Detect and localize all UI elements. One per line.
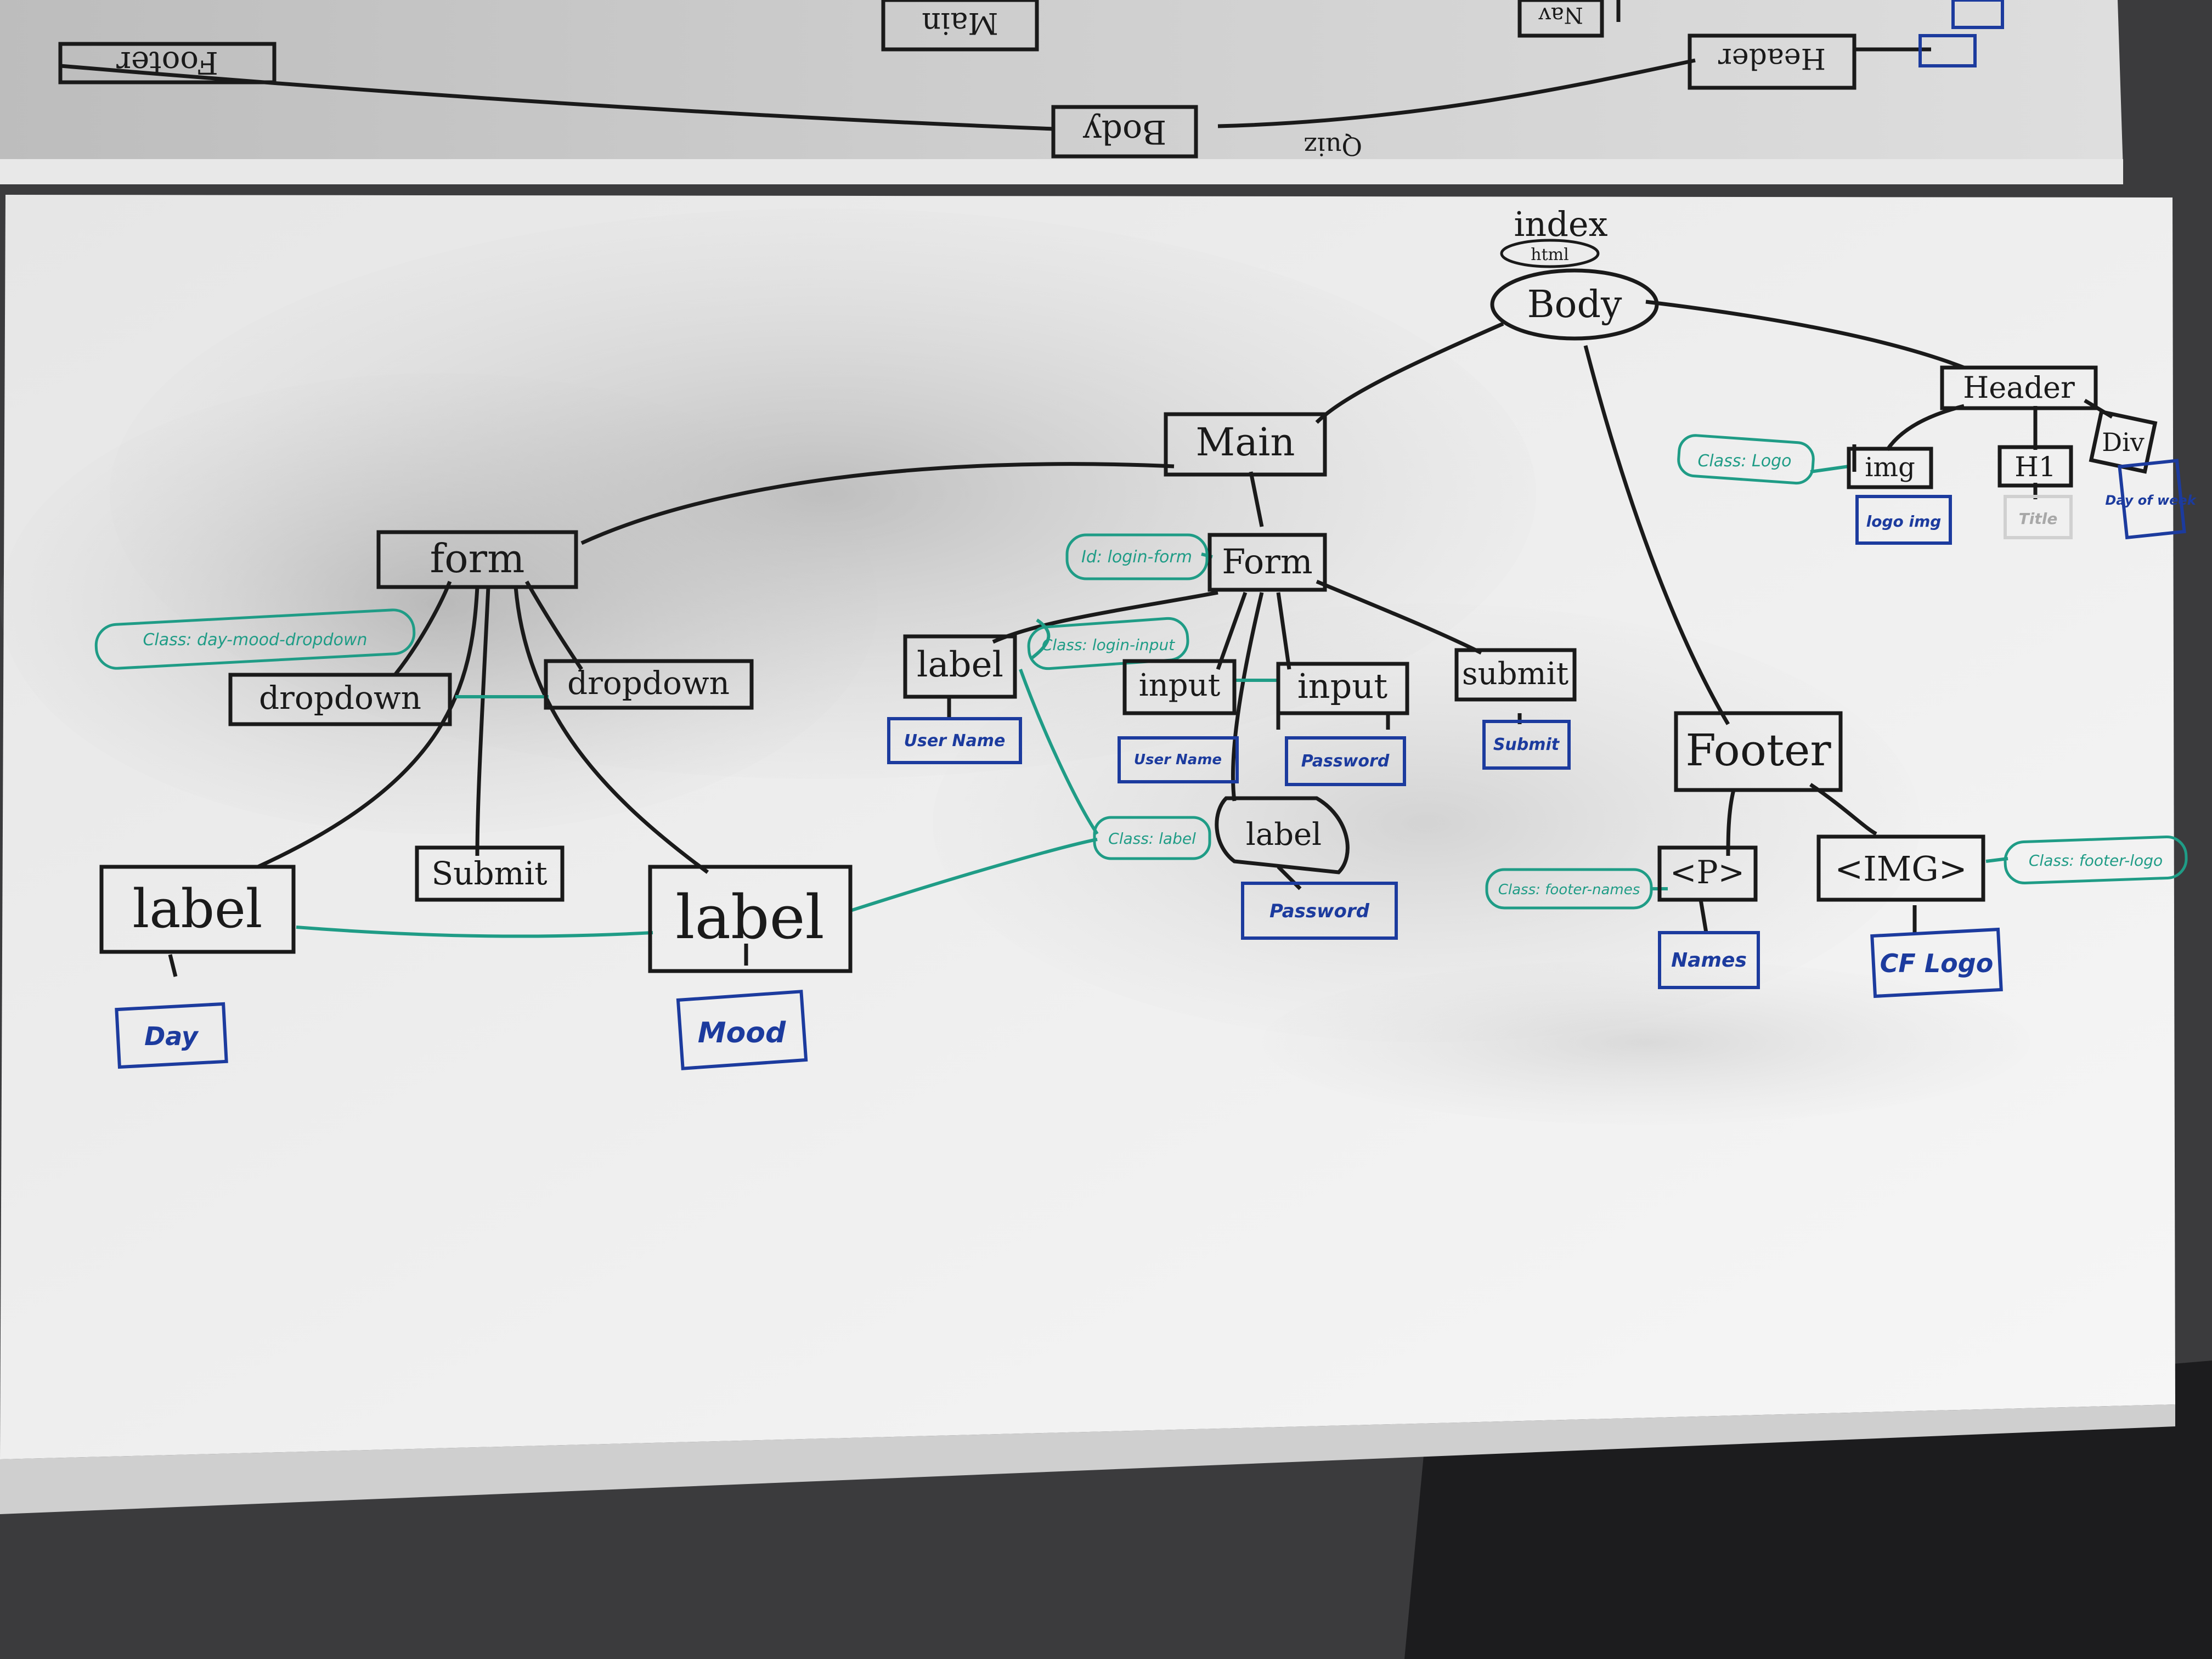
node-left-form: form — [376, 530, 578, 589]
node-header-h1: H1 — [1997, 445, 2073, 488]
value-mood: Mood — [676, 990, 808, 1070]
node-form-label-1-text: label — [917, 645, 1003, 685]
node-footer-p: <P> — [1657, 845, 1758, 902]
note-login-form-id: Id: login-form — [1065, 533, 1209, 580]
upper-footer-text: Footer — [116, 44, 218, 80]
note-footer-logo-text: Class: footer-logo — [2029, 851, 2163, 870]
value-username-input: User Name — [1118, 736, 1239, 783]
note-footer-logo: Class: footer-logo — [2004, 835, 2188, 885]
node-form-input-1-text: input — [1139, 668, 1221, 703]
upper-header-text: Header — [1718, 42, 1826, 75]
node-header-h1-text: H1 — [2015, 451, 2056, 483]
node-form-label-2: label — [1215, 796, 1350, 874]
note-class-label-text: Class: label — [1108, 830, 1196, 848]
upper-node-footer: Footer — [58, 42, 276, 84]
upper-quiz-note: Quiz — [1304, 132, 1362, 161]
node-body: Body — [1490, 268, 1659, 341]
node-dropdown-2-text: dropdown — [567, 664, 730, 702]
value-day-of-week-text: Day of week — [2105, 493, 2197, 508]
html-badge — [1500, 239, 1600, 268]
node-left-form-text: form — [430, 535, 525, 582]
node-body-text: Body — [1527, 283, 1622, 326]
value-mood-text: Mood — [698, 1017, 786, 1049]
note-class-logo: Class: Logo — [1677, 434, 1815, 485]
note-footer-names-text: Class: footer-names — [1498, 882, 1640, 898]
note-login-input-text: Class: login-input — [1042, 636, 1175, 654]
value-password-input-text: Password — [1301, 752, 1390, 771]
node-form-submit: submit — [1454, 648, 1577, 702]
value-submit-text: Submit — [1493, 735, 1560, 754]
node-left-label-2: label — [648, 865, 853, 973]
upper-node-body: Body — [1051, 105, 1198, 159]
node-footer-img-text: <IMG> — [1835, 849, 1967, 889]
value-names: Names — [1658, 931, 1760, 989]
value-day: Day — [115, 1002, 228, 1069]
note-login-input: Class: login-input — [1027, 617, 1189, 670]
node-header-img-text: img — [1865, 452, 1915, 483]
value-submit: Submit — [1482, 720, 1571, 770]
node-left-label-2-text: label — [675, 882, 824, 952]
note-footer-names: Class: footer-names — [1485, 868, 1653, 910]
upper-node-header: Header — [1688, 33, 1857, 90]
node-main: Main — [1164, 412, 1327, 477]
node-header-img: img — [1847, 447, 1933, 489]
value-username-input-text: User Name — [1134, 752, 1222, 768]
node-header-text: Header — [1963, 370, 2075, 405]
node-left-label-1: label — [99, 865, 296, 954]
value-title: Title — [2004, 495, 2073, 539]
value-password-label-text: Password — [1269, 900, 1370, 922]
node-dropdown-2: dropdown — [544, 659, 754, 710]
node-footer-img: <IMG> — [1816, 834, 1985, 902]
node-footer-text: Footer — [1685, 725, 1831, 776]
note-dropdown-class-text: Class: day-mood-dropdown — [143, 630, 367, 650]
node-left-submit-text: Submit — [431, 855, 547, 892]
note-class-label: Class: label — [1093, 816, 1211, 860]
node-main-form: Form — [1207, 533, 1327, 592]
node-form-label-2-text: label — [1246, 817, 1322, 853]
node-dropdown-1-text: dropdown — [259, 679, 421, 716]
node-left-submit: Submit — [415, 845, 565, 902]
node-left-label-1-text: label — [133, 878, 263, 940]
node-footer: Footer — [1674, 711, 1843, 792]
node-form-input-2: input — [1276, 662, 1409, 715]
node-header: Header — [1940, 365, 2098, 410]
value-names-text: Names — [1671, 949, 1747, 972]
class-connectors — [296, 465, 2008, 938]
note-login-form-id-text: Id: login-form — [1081, 548, 1192, 567]
note-dropdown-class: Class: day-mood-dropdown — [94, 608, 416, 670]
value-logo-img-text: logo img — [1866, 512, 1942, 531]
upper-node-main: Main — [881, 0, 1039, 52]
lower-whiteboard — [0, 195, 2175, 1514]
value-password-input: Password — [1285, 736, 1406, 786]
value-username-label: User Name — [887, 717, 1022, 764]
node-footer-p-text: <P> — [1670, 854, 1745, 891]
node-form-label-1: label — [903, 634, 1017, 699]
node-form-input-2-text: input — [1297, 666, 1387, 706]
upper-body-text: Body — [1083, 112, 1167, 151]
value-cf-logo: CF Logo — [1870, 927, 2003, 998]
note-class-logo-text: Class: Logo — [1697, 452, 1791, 471]
index-caption: index — [1514, 204, 1607, 244]
value-password-label: Password — [1241, 882, 1398, 940]
value-day-of-week: Day of week — [2105, 459, 2197, 540]
html-badge-text: html — [1531, 245, 1568, 264]
node-main-form-text: Form — [1222, 541, 1312, 582]
value-cf-logo-text: CF Logo — [1880, 949, 1994, 978]
node-main-text: Main — [1196, 420, 1295, 465]
node-dropdown-1: dropdown — [228, 673, 452, 726]
upper-nav-text: Nav — [1538, 2, 1583, 27]
value-title-text: Title — [2019, 510, 2058, 528]
upper-whiteboard: Footer Nav Header Body Main Quiz — [0, 0, 2123, 184]
value-logo-img: logo img — [1855, 495, 1952, 545]
node-header-div-text: Div — [2102, 427, 2145, 457]
node-form-input-1: input — [1122, 659, 1237, 715]
value-day-text: Day — [144, 1022, 199, 1051]
upper-node-nav: Nav — [1517, 0, 1604, 38]
upper-main-text: Main — [922, 6, 998, 41]
value-username-label-text: User Name — [904, 731, 1006, 751]
node-form-submit-text: submit — [1462, 656, 1569, 692]
